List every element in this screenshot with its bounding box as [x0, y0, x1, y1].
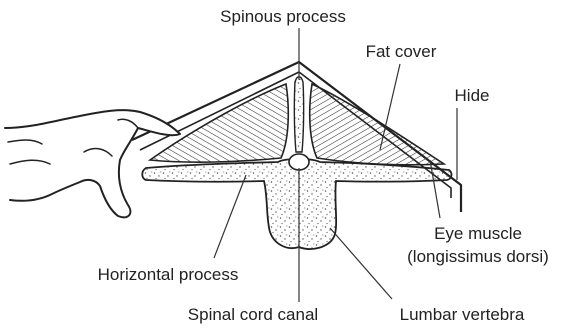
label-lumbar-vertebra: Lumbar vertebra — [400, 305, 525, 324]
label-eye-muscle-latin: (longissimus dorsi) — [407, 247, 549, 266]
label-spinous-process: Spinous process — [220, 7, 346, 26]
label-hide: Hide — [455, 86, 490, 105]
label-eye-muscle: Eye muscle — [434, 224, 522, 243]
label-spinal-cord-canal: Spinal cord canal — [188, 305, 318, 324]
hand-illustration — [5, 110, 180, 217]
leader-horizontal — [214, 175, 246, 258]
spinal-cord-canal — [289, 154, 309, 170]
label-fat-cover: Fat cover — [366, 42, 437, 61]
eye-muscle-right — [310, 84, 444, 165]
leader-lumbar — [330, 228, 392, 299]
label-horizontal-process: Horizontal process — [98, 265, 239, 284]
spinous-process — [294, 77, 303, 152]
lumbar-vertebra — [142, 159, 451, 249]
